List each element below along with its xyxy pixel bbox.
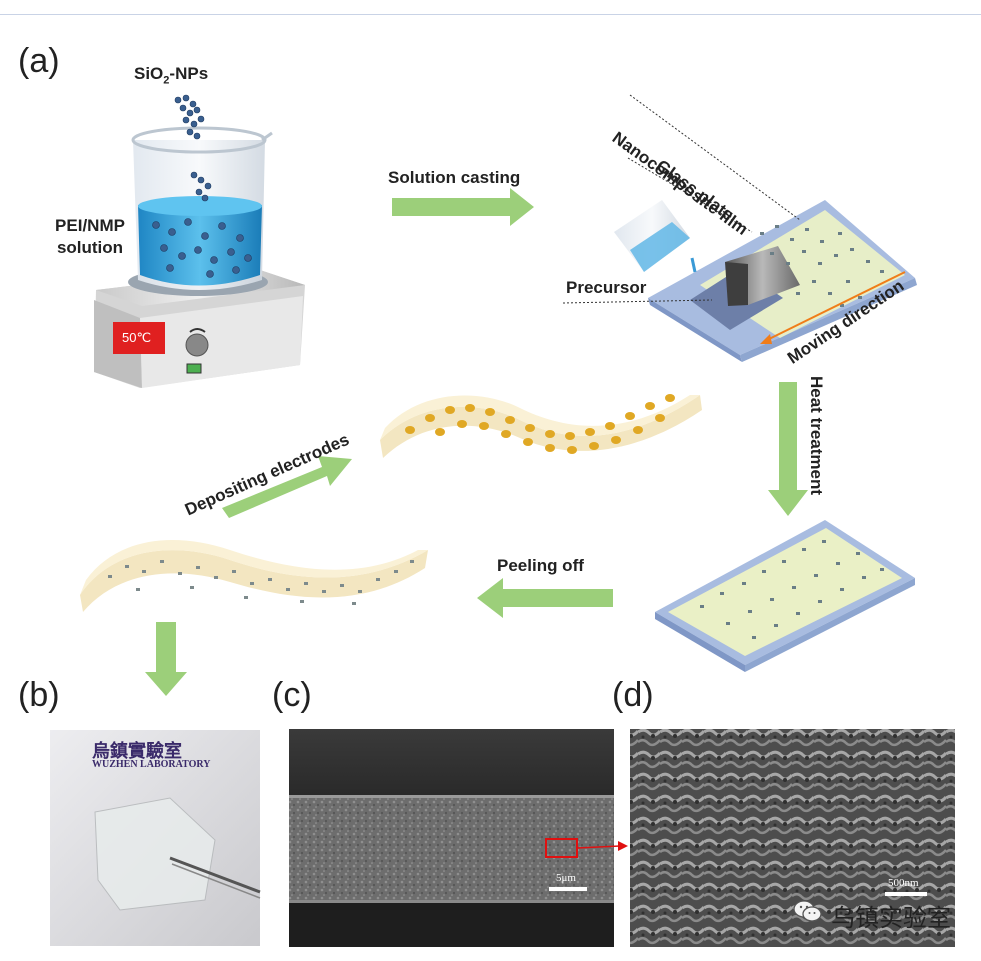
hot-plate: [94, 270, 305, 388]
heat-treated-film: [655, 520, 915, 672]
film-with-electrodes: [380, 394, 702, 458]
arrow-peeling-off: [477, 578, 613, 618]
watermark-text: 乌镇实验室: [831, 904, 951, 932]
label-pei-nmp-solution: PEI/NMP solution: [55, 216, 125, 257]
top-rule: [0, 14, 981, 15]
label-solution-casting: Solution casting: [388, 168, 521, 187]
arrow-depositing: [222, 456, 352, 518]
nanoparticles: [152, 94, 252, 278]
sem-cross-section: [289, 729, 628, 947]
panel-d-label: (d): [612, 676, 654, 714]
casting-setup: [562, 94, 917, 362]
peeled-film: [80, 540, 428, 612]
arrow-down-to-photo: [145, 622, 187, 696]
panel-a-label: (a): [18, 42, 60, 80]
label-peeling-off: Peeling off: [497, 556, 584, 575]
panel-c-label: (c): [272, 676, 312, 714]
beaker: [128, 126, 273, 296]
photo-english-text: WUZHEN LABORATORY: [92, 759, 211, 770]
temperature-display: [113, 322, 165, 354]
sem-zoom: [630, 729, 955, 947]
label-heat-treatment: Heat treatment: [807, 376, 826, 496]
scale-bar-c: [549, 887, 587, 891]
label-temperature: 50℃: [122, 330, 152, 345]
arrow-heat-treatment: [768, 382, 808, 516]
scale-bar-d: [885, 892, 927, 896]
wechat-icon: [793, 898, 823, 929]
arrow-solution-casting: [392, 188, 534, 226]
photo-film-sample: [50, 730, 261, 946]
scale-label-d: 500nm: [888, 877, 919, 889]
scale-label-c: 5μm: [556, 872, 576, 884]
label-sio2-nps: SiO2-NPs: [134, 64, 209, 87]
panel-b-label: (b): [18, 676, 60, 714]
label-precursor: Precursor: [566, 278, 647, 297]
photo-chinese-text: 烏鎮實驗室: [92, 741, 182, 762]
